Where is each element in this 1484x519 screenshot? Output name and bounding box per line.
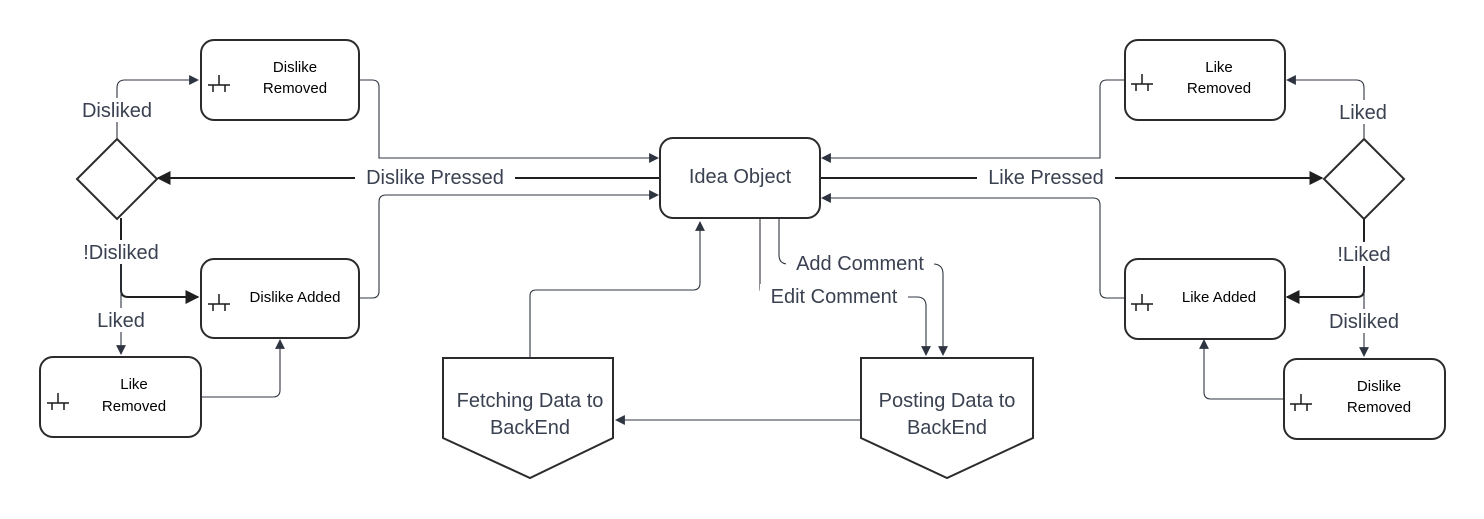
- label-liked-left: Liked: [97, 310, 145, 332]
- label-liked-right: Liked: [1339, 102, 1387, 124]
- label-like-pressed: Like Pressed: [988, 167, 1104, 189]
- edge-dislike-added-to-idea: [360, 190, 659, 299]
- like-added-label: Like Added: [1182, 289, 1256, 306]
- dislike-removed-bottom-right-node: Dislike Removed: [1283, 358, 1446, 440]
- like-removed-top-right-node: Like Removed: [1124, 39, 1286, 121]
- dislike-removed-top-label-2: Removed: [263, 80, 327, 97]
- subprocess-icon: [1290, 394, 1312, 411]
- edge-like-removed-to-dislike-added: [202, 339, 285, 398]
- edge-liked-right: [1286, 75, 1365, 138]
- dislike-added-label: Dislike Added: [250, 289, 341, 306]
- idea-object-node: Idea Object: [659, 137, 821, 219]
- label-disliked-right: Disliked: [1329, 311, 1399, 333]
- subprocess-icon: [208, 75, 230, 92]
- fetching-label-1: Fetching Data to: [457, 390, 604, 412]
- like-removed-top-right-label-2: Removed: [1187, 80, 1251, 97]
- right-decision-diamond: [1322, 137, 1406, 221]
- edge-fetching-to-idea: [529, 221, 705, 357]
- subprocess-icon: [208, 294, 230, 311]
- edge-dislike-removed-to-idea: [360, 79, 659, 163]
- edge-disliked-left: [116, 75, 199, 138]
- fetching-data-node: Fetching Data to BackEnd: [442, 357, 614, 480]
- subprocess-icon: [1131, 74, 1153, 91]
- like-removed-bottom-left-label-1: Like: [120, 376, 148, 393]
- like-removed-top-right-label-1: Like: [1205, 59, 1233, 76]
- idea-object-label: Idea Object: [689, 166, 792, 188]
- label-dislike-pressed: Dislike Pressed: [366, 167, 504, 189]
- edge-like-added-to-idea: [821, 193, 1125, 299]
- fetching-label-2: BackEnd: [490, 417, 570, 439]
- like-removed-bottom-left-label-2: Removed: [102, 398, 166, 415]
- dislike-added-node: Dislike Added: [200, 258, 360, 339]
- posting-label-2: BackEnd: [907, 417, 987, 439]
- label-not-disliked: !Disliked: [83, 242, 159, 264]
- posting-label-1: Posting Data to: [879, 390, 1016, 412]
- label-disliked-left: Disliked: [82, 100, 152, 122]
- dislike-removed-top-node: Dislike Removed: [200, 39, 360, 121]
- posting-data-node: Posting Data to BackEnd: [860, 357, 1034, 480]
- left-decision-diamond: [75, 137, 159, 221]
- label-edit-comment: Edit Comment: [771, 286, 898, 308]
- edge-like-removed-to-idea: [821, 79, 1125, 163]
- edge-dislike-removed-to-like-added: [1199, 339, 1283, 400]
- dislike-removed-bottom-right-label-1: Dislike: [1357, 378, 1401, 395]
- like-added-node: Like Added: [1124, 258, 1286, 340]
- dislike-removed-top-label-1: Dislike: [273, 59, 317, 76]
- subprocess-icon: [47, 393, 69, 410]
- label-add-comment: Add Comment: [796, 253, 924, 275]
- subprocess-icon: [1131, 294, 1153, 311]
- like-removed-bottom-left-node: Like Removed: [39, 356, 202, 438]
- dislike-removed-bottom-right-label-2: Removed: [1347, 399, 1411, 416]
- label-not-liked: !Liked: [1337, 244, 1390, 266]
